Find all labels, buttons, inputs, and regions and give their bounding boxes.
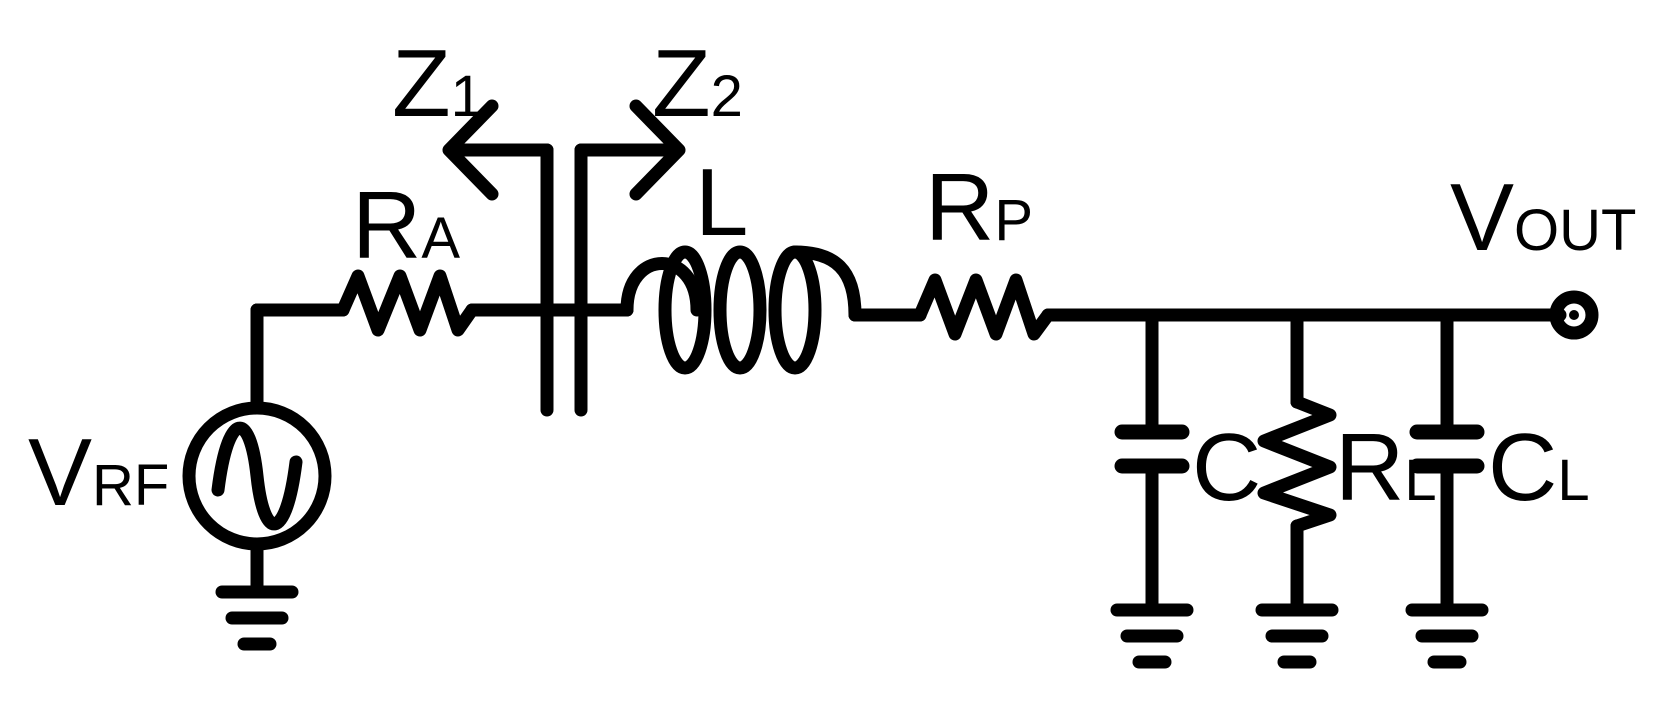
ra-label: RA — [352, 172, 460, 279]
l-inductor — [620, 245, 927, 375]
z2-arrow-icon — [574, 99, 686, 201]
c-capacitor — [1114, 308, 1190, 617]
z2-label: Z2 — [652, 30, 743, 137]
rl-ground-icon — [1255, 603, 1339, 669]
vout-label: VOUT — [1450, 164, 1636, 271]
rl-resistor — [1257, 308, 1337, 617]
cl-capacitor — [1409, 308, 1485, 617]
vrf-source — [182, 303, 332, 599]
c-ground-icon — [1110, 603, 1194, 669]
cl-label: CL — [1488, 414, 1590, 521]
ra-resistor — [336, 269, 479, 337]
c-label: C — [1192, 414, 1261, 521]
z1-arrow-icon — [442, 99, 554, 201]
vrf-label: VRF — [28, 419, 169, 526]
vout-terminal-icon — [1549, 290, 1599, 340]
cl-ground-icon — [1405, 603, 1489, 669]
rp-label: RP — [925, 154, 1033, 261]
z1-label: Z1 — [392, 30, 483, 137]
rl-label: RL — [1335, 414, 1437, 521]
vrf-ground-icon — [215, 585, 299, 651]
rp-resistor — [913, 273, 1055, 341]
l-label: L — [695, 149, 748, 256]
